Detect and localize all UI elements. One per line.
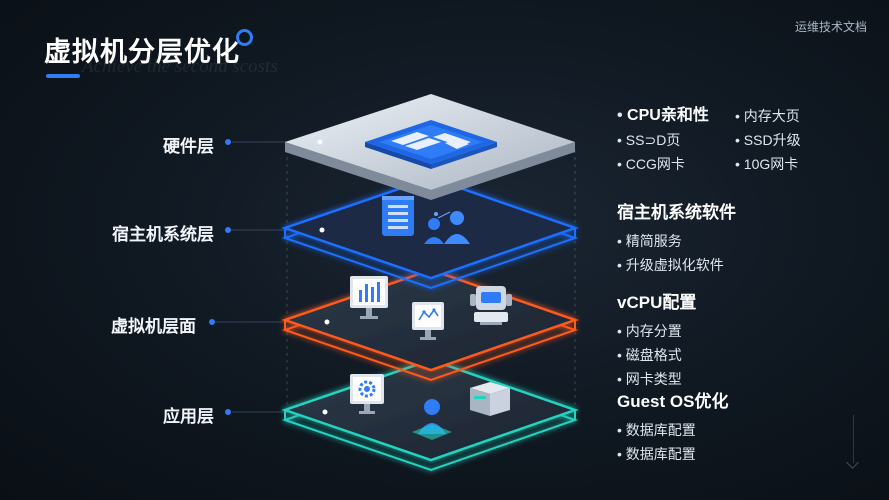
label-dot-host (225, 227, 231, 233)
host-item: 精简服务 (617, 229, 736, 253)
hardware-item: CPU亲和性 (617, 104, 735, 128)
hardware-item: 内存大页 (735, 104, 835, 128)
server-icon (382, 196, 414, 236)
layer-label-application: 应用层 (163, 407, 214, 426)
guide-lines (286, 150, 576, 462)
guest-item: 数据库配置 (617, 418, 728, 442)
hardware-item: SS⊃D页 (617, 128, 735, 152)
panel-title-vm: vCPU配置 (617, 293, 697, 312)
label-dot-application (225, 409, 231, 415)
scroll-hint-line (853, 415, 854, 463)
gear-monitor-icon (350, 374, 384, 414)
layer-label-host: 宿主机系统层 (112, 225, 214, 244)
layer-label-hardware: 硬件层 (163, 137, 214, 156)
vm-item: 磁盘格式 (617, 343, 696, 367)
host-item: 升级虚拟化软件 (617, 253, 736, 277)
page-title: 虚拟机分层优化 (44, 37, 240, 67)
panel-hardware: CPU亲和性 SS⊃D页 CCG网卡 内存大页 SSD升级 10G网卡 (617, 104, 835, 176)
panel-vm: vCPU配置 内存分置 磁盘格式 网卡类型 (617, 288, 696, 391)
chip-icon (365, 120, 497, 169)
storage-box-icon (470, 382, 510, 416)
label-dot-vm (209, 319, 215, 325)
vm-item: 内存分置 (617, 319, 696, 343)
hardware-item: CCG网卡 (617, 152, 735, 176)
label-dot-hardware (225, 139, 231, 145)
hardware-item: 10G网卡 (735, 152, 835, 176)
users-icon (424, 211, 470, 244)
panel-title-guest: Guest OS优化 (617, 392, 729, 411)
vm-item: 网卡类型 (617, 367, 696, 391)
hardware-item: SSD升级 (735, 128, 835, 152)
panel-guest: Guest OS优化 数据库配置 数据库配置 (617, 387, 728, 466)
bar-chart-monitor-icon (350, 276, 388, 319)
robot-icon (470, 286, 512, 325)
brand-label: 运维技术文档 (794, 20, 867, 34)
guest-item: 数据库配置 (617, 442, 728, 466)
title-ring-icon (236, 29, 253, 46)
user-icon (412, 399, 452, 440)
layer-label-vm: 虚拟机层面 (111, 317, 196, 336)
panel-host: 宿主机系统软件 精简服务 升级虚拟化软件 (617, 198, 736, 277)
network-monitor-icon (412, 302, 444, 340)
title-underline (46, 74, 80, 78)
watermark-text: Achieve the second scosts (82, 56, 278, 77)
panel-title-host: 宿主机系统软件 (617, 203, 736, 222)
layer-application (281, 358, 579, 472)
